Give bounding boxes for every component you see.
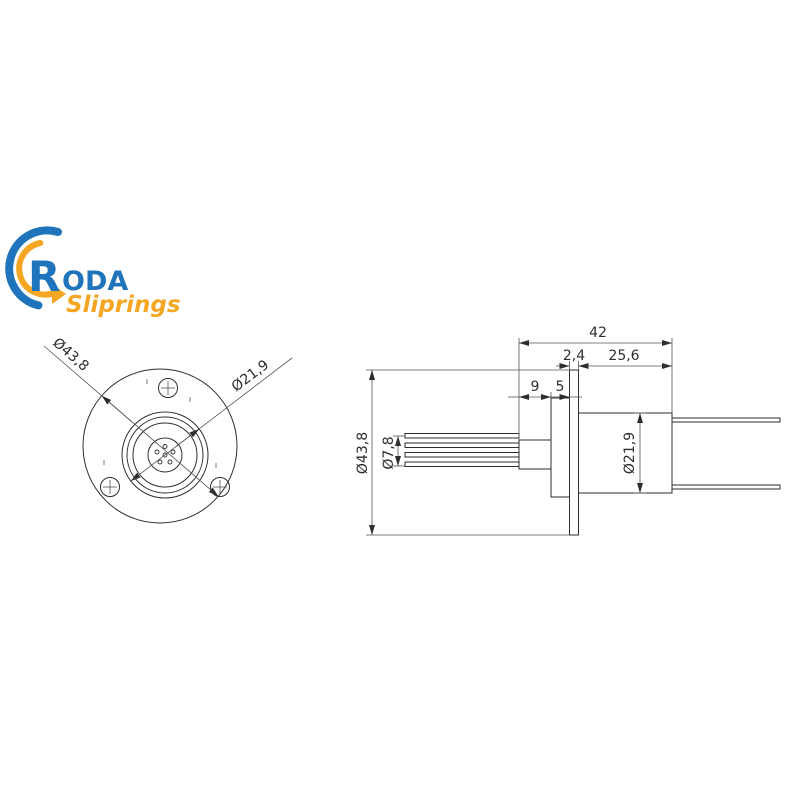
flange-thickness-label: 2,4 xyxy=(563,348,585,364)
side-outer-diameter-dimension: Ø43,8 xyxy=(355,370,375,535)
collar-length-label: 5 xyxy=(556,379,565,395)
logo-initial: R xyxy=(28,252,60,301)
shaft-diameter-dimension: Ø7,8 xyxy=(381,436,401,470)
housing-inner-ring xyxy=(132,422,198,488)
rotor-body xyxy=(518,439,552,470)
housing-length-label: 25,6 xyxy=(608,348,639,364)
rotor-collar-dimension: 9 5 xyxy=(508,379,582,400)
collar xyxy=(550,397,570,498)
front-view: Ø43,8 Ø21,9 xyxy=(43,335,293,524)
rotor-lead-wires xyxy=(404,433,520,467)
mounting-hole-bottom-left xyxy=(100,477,120,497)
roda-sliprings-logo: R ODA Sliprings xyxy=(5,226,181,318)
stator-housing xyxy=(578,412,673,494)
flange-plate xyxy=(569,369,579,536)
shaft-diameter-label: Ø7,8 xyxy=(381,436,397,469)
housing-middle-ring xyxy=(126,416,204,494)
extension-lines xyxy=(366,338,673,536)
logo-name: ODA xyxy=(62,266,128,297)
logo-arrowhead-icon xyxy=(52,284,66,304)
logo-subtitle: Sliprings xyxy=(66,292,181,318)
center-tick-marks xyxy=(103,379,217,468)
logo-blue-arc-icon xyxy=(5,226,62,310)
housing-diameter-label: Ø21,9 xyxy=(622,432,638,474)
total-length-label: 42 xyxy=(589,325,607,341)
stator-lead-wires xyxy=(671,417,781,490)
side-outer-diameter-label: Ø43,8 xyxy=(355,432,371,474)
wire-dots xyxy=(154,444,176,465)
housing-diameter-dimension: Ø21,9 xyxy=(622,413,643,493)
mounting-hole-top xyxy=(158,378,178,398)
logo-orange-arrow-icon xyxy=(16,240,57,298)
shaft-ring xyxy=(147,437,183,473)
rotor-length-label: 9 xyxy=(531,379,540,395)
total-length-dimension: 42 xyxy=(519,325,672,346)
side-view: 42 2,4 25,6 9 5 Ø43,8 Ø7,8 xyxy=(355,325,781,536)
mounting-hole-bottom-right xyxy=(210,477,230,497)
flange-housing-dimension: 2,4 25,6 xyxy=(556,348,672,369)
